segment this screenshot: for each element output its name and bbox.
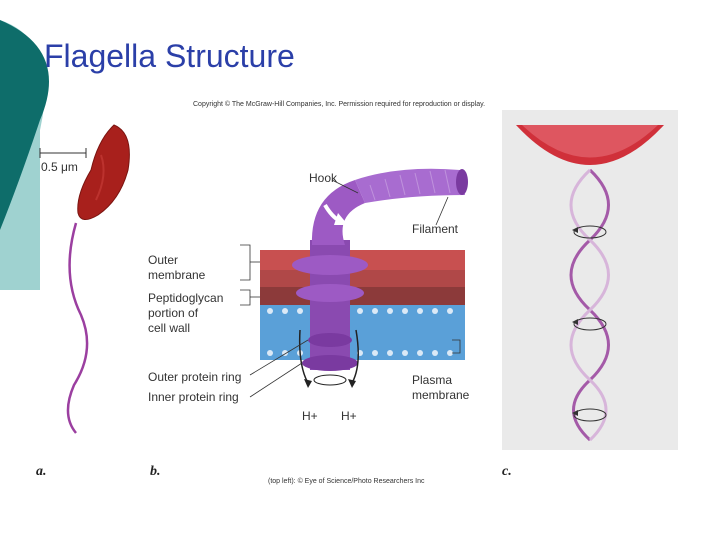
flagellum-rotation-illustration — [502, 110, 678, 450]
photo-credit: (top left): © Eye of Science/Photo Resea… — [268, 478, 425, 485]
label-hook: Hook — [309, 171, 338, 185]
label-filament: Filament — [412, 222, 459, 236]
bacterium-illustration — [39, 124, 130, 434]
label-outer-membrane: Outer membrane — [148, 253, 206, 282]
scale-bar-label: 0.5 μm — [41, 160, 78, 174]
slide-title: Flagella Structure — [44, 38, 295, 74]
label-h-plus-right: H+ — [341, 409, 357, 423]
label-inner-protein-ring: Inner protein ring — [148, 390, 239, 404]
label-plasma-membrane: Plasma membrane — [412, 373, 470, 402]
panel-label-a: a. — [36, 464, 47, 479]
panel-label-b: b. — [150, 464, 161, 479]
label-peptidoglycan: Peptidoglycan portion of cell wall — [148, 291, 224, 335]
panel-label-c: c. — [502, 464, 512, 479]
label-h-plus-left: H+ — [302, 409, 318, 423]
label-outer-protein-ring: Outer protein ring — [148, 370, 242, 384]
copyright-notice: Copyright © The McGraw-Hill Companies, I… — [193, 101, 486, 108]
slide-decoration — [0, 20, 49, 290]
flagellum-motor-diagram — [240, 168, 468, 398]
